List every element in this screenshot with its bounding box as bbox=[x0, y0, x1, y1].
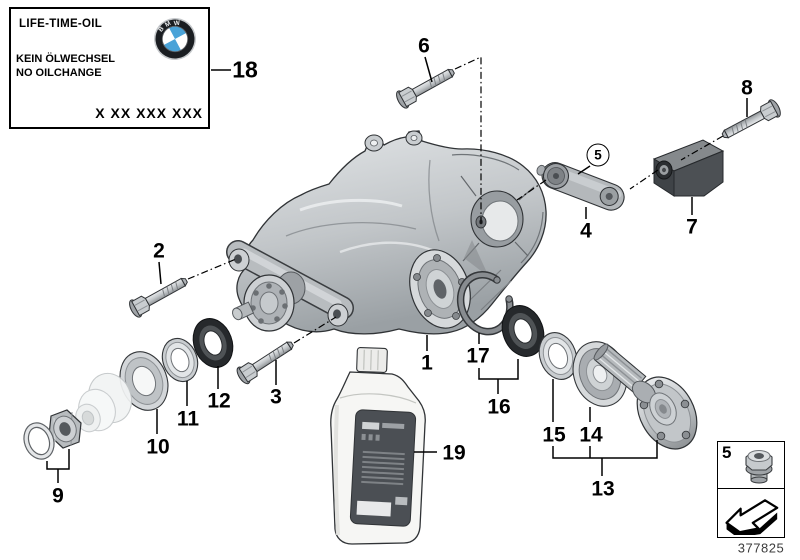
plate-line2: KEIN ÖLWECHSEL bbox=[16, 53, 116, 65]
callout-2[interactable]: 2 bbox=[153, 239, 165, 263]
pinion-seal-12 bbox=[192, 318, 234, 368]
legend-number: 5 bbox=[722, 443, 732, 462]
rubber-mount-7 bbox=[652, 139, 725, 197]
shaft-seal-16 bbox=[501, 305, 545, 357]
legend-box: 5 bbox=[717, 441, 785, 538]
callout-3[interactable]: 3 bbox=[270, 385, 282, 409]
legend-part-cell: 5 bbox=[718, 442, 784, 489]
assembly-lines bbox=[187, 56, 724, 344]
oil-bottle-19 bbox=[330, 347, 426, 545]
callout-15[interactable]: 15 bbox=[542, 423, 566, 447]
callout-19[interactable]: 19 bbox=[442, 441, 466, 465]
plate-line3: NO OILCHANGE bbox=[16, 67, 102, 79]
lock-ring-9 bbox=[23, 422, 55, 460]
callout-9[interactable]: 9 bbox=[52, 484, 64, 508]
leader-lines bbox=[46, 56, 748, 483]
bolt-8 bbox=[718, 97, 784, 145]
flange-nut-icon bbox=[745, 450, 773, 484]
callout-16[interactable]: 16 bbox=[487, 395, 511, 419]
callout-1[interactable]: 1 bbox=[421, 351, 433, 375]
diagram-number: 377825 bbox=[737, 540, 785, 556]
bolt-3 bbox=[234, 335, 298, 387]
callout-5-circled[interactable]: 5 bbox=[586, 143, 610, 167]
bolt-6 bbox=[393, 62, 459, 111]
bmw-roundel-icon: B M W bbox=[154, 17, 196, 60]
ring-11 bbox=[161, 337, 199, 383]
callout-18[interactable]: 18 bbox=[232, 56, 258, 83]
support-bracket-4 bbox=[536, 162, 625, 211]
legend-direction-cell bbox=[718, 489, 784, 536]
callout-10[interactable]: 10 bbox=[146, 435, 170, 459]
collar-nut-9 bbox=[48, 409, 82, 449]
svg-text:W: W bbox=[173, 20, 181, 28]
differential-housing bbox=[226, 130, 547, 335]
plate-line1: LIFE-TIME-OIL bbox=[19, 18, 103, 30]
callout-13[interactable]: 13 bbox=[591, 477, 615, 501]
bolt-2 bbox=[126, 271, 192, 320]
callout-11[interactable]: 11 bbox=[176, 407, 200, 431]
callout-8[interactable]: 8 bbox=[741, 76, 753, 100]
lifetime-oil-label: LIFE-TIME-OIL KEIN ÖLWECHSEL NO OILCHANG… bbox=[9, 7, 210, 129]
svg-text:B: B bbox=[157, 25, 166, 33]
plate-part-code: X XX XXX XXX bbox=[95, 105, 203, 121]
callout-6[interactable]: 6 bbox=[418, 34, 430, 58]
dust-washer-10 bbox=[119, 351, 169, 411]
callout-17[interactable]: 17 bbox=[466, 344, 490, 368]
callout-7[interactable]: 7 bbox=[686, 215, 698, 239]
ring-15 bbox=[538, 332, 578, 380]
callout-12[interactable]: 12 bbox=[207, 389, 231, 413]
output-flange-13 bbox=[593, 343, 698, 450]
callout-14[interactable]: 14 bbox=[579, 423, 603, 447]
install-direction-arrow-icon bbox=[725, 499, 779, 535]
callout-4[interactable]: 4 bbox=[580, 219, 592, 243]
svg-text:M: M bbox=[164, 20, 172, 29]
